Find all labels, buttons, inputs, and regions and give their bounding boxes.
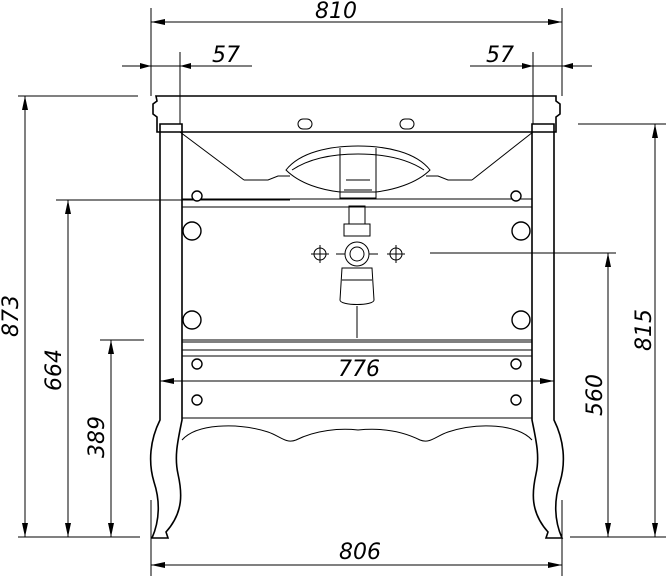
dim-664-label: 664 bbox=[42, 349, 67, 391]
hole-icon bbox=[510, 394, 522, 406]
dim-810-label: 810 bbox=[315, 0, 357, 24]
dim-57-right-group: 57 bbox=[470, 43, 592, 124]
dim-806-label: 806 bbox=[339, 540, 381, 565]
dim-873-label: 873 bbox=[0, 295, 24, 337]
dim-815-group: 815 bbox=[570, 123, 666, 538]
dim-57-left-label: 57 bbox=[212, 43, 240, 68]
dim-776-group: 776 bbox=[160, 357, 554, 384]
hole-icon bbox=[510, 190, 522, 202]
dim-57-right-label: 57 bbox=[486, 43, 514, 68]
faucet-hole-right-icon bbox=[399, 118, 415, 130]
hole-icon bbox=[510, 358, 522, 370]
sink-bowl bbox=[285, 145, 431, 199]
dim-389-group: 389 bbox=[85, 339, 144, 537]
mounting-holes bbox=[182, 190, 531, 406]
hole-icon bbox=[191, 358, 203, 370]
dim-776-label: 776 bbox=[338, 357, 380, 382]
hole-icon bbox=[511, 221, 531, 241]
drain-siphon bbox=[311, 205, 405, 338]
siphon-valve-icon bbox=[344, 241, 370, 267]
hole-icon bbox=[511, 310, 531, 330]
hole-icon bbox=[191, 190, 203, 202]
countertop bbox=[152, 95, 561, 181]
dim-560-label: 560 bbox=[583, 374, 608, 416]
faucet-hole-left-icon bbox=[297, 118, 313, 130]
dim-806-group: 806 bbox=[150, 500, 563, 576]
dim-389-label: 389 bbox=[85, 416, 110, 458]
dim-57-left-group: 57 bbox=[122, 43, 252, 124]
cabinet-frame bbox=[149, 123, 565, 539]
hole-icon bbox=[191, 394, 203, 406]
dim-873-group: 873 bbox=[0, 95, 140, 538]
hole-icon bbox=[182, 221, 202, 241]
dim-664-group: 664 bbox=[42, 199, 290, 537]
dim-815-label: 815 bbox=[632, 309, 657, 351]
dim-560-group: 560 bbox=[430, 252, 616, 537]
hole-icon bbox=[182, 310, 202, 330]
dim-810-group: 810 bbox=[150, 0, 563, 96]
